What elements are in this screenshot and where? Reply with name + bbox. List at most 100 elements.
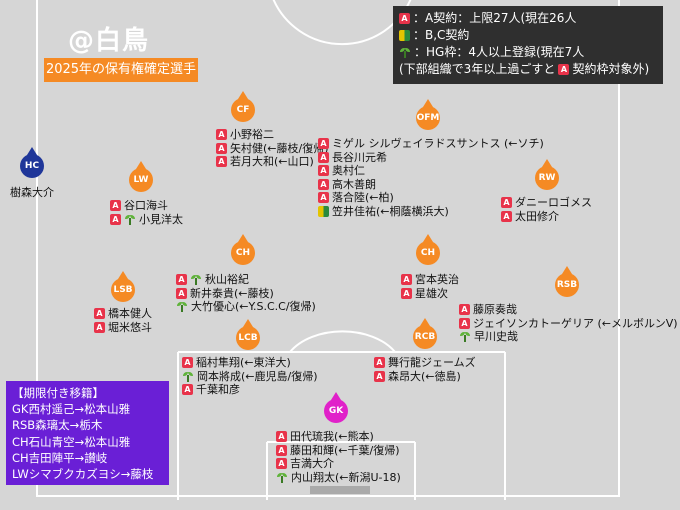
player-row: 若月大和(←山口): [216, 155, 329, 169]
a-contract-icon: [182, 357, 193, 369]
players-cf: 小野裕二矢村健(←藤枝/復帰)若月大和(←山口): [216, 128, 329, 169]
player-row: 落合陸(←柏): [318, 191, 544, 205]
player-name: 岡本將成(←鹿児島/復帰): [197, 369, 318, 383]
player-name: 早川史哉: [474, 330, 518, 343]
players-rsb: 藤原奏哉ジェイソンカトーゲリア (←メルボルンV)早川史哉: [459, 303, 678, 344]
a-contract-icon: [94, 321, 105, 333]
a-contract-icon: [216, 142, 227, 154]
coach-name: 樹森大介: [10, 186, 54, 199]
a-contract-icon: [176, 274, 187, 286]
player-name: 森昂大(←徳島): [388, 369, 461, 383]
position-lcb: LCB: [235, 319, 261, 350]
player-name: 若月大和(←山口): [230, 155, 314, 168]
position-ch-left: CH: [230, 234, 256, 265]
loan-transfers-box: 【期限付き移籍】 GK西村遥己→松本山雅 RSB森璃太→栃木 CH石山青空→松本…: [6, 381, 169, 485]
player-name: 舞行龍ジェームズ: [388, 356, 476, 369]
player-name: 奥村仁: [332, 164, 365, 177]
a-contract-icon: [459, 304, 470, 316]
player-name: 矢村健(←藤枝/復帰): [230, 141, 329, 155]
player-row: 長谷川元希: [318, 151, 544, 165]
player-row: 秋山裕紀: [176, 273, 316, 287]
player-row: 笠井佳祐(←桐蔭横浜大): [318, 205, 544, 219]
hg-sprout-icon: [459, 331, 471, 343]
player-row: 谷口海斗: [110, 199, 183, 213]
player-name: 谷口海斗: [124, 199, 168, 212]
player-row: 早川史哉: [459, 330, 678, 344]
player-row: 内山翔太(←新潟U-18): [276, 471, 401, 485]
hc-marker: HC: [20, 147, 44, 178]
player-name: 高木善朗: [332, 177, 376, 191]
legend-a: ：A契約：上限27人(現在26人: [399, 10, 657, 27]
player-name: 吉満大介: [290, 457, 334, 470]
player-row: 矢村健(←藤枝/復帰): [216, 142, 329, 156]
players-ofm: ミゲル シルヴェイラドスサントス (←ソチ)長谷川元希奥村仁高木善朗落合陸(←柏…: [318, 137, 544, 218]
a-contract-icon: [501, 197, 512, 209]
a-contract-icon: [558, 64, 570, 75]
a-contract-icon: [374, 370, 385, 382]
position-rw: RW: [534, 159, 560, 190]
loan-transfer-item: LWシマブクカズヨシ→藤枝: [12, 466, 154, 481]
a-contract-icon: [182, 384, 193, 396]
players-lsb: 橋本健人堀米悠斗: [94, 307, 152, 334]
player-name: 宮本英治: [415, 273, 459, 286]
player-row: 堀米悠斗: [94, 321, 152, 335]
a-contract-icon: [501, 210, 512, 222]
player-name: 橋本健人: [108, 307, 152, 320]
player-row: ジェイソンカトーゲリア (←メルボルンV): [459, 317, 678, 331]
players-lcb: 稲村隼翔(←東洋大)岡本將成(←鹿児島/復帰)千葉和彦: [182, 356, 318, 397]
hg-sprout-icon: [399, 47, 411, 58]
hg-sprout-icon: [182, 371, 194, 382]
player-name: 大竹優心(←Y.S.C.C/復帰): [191, 300, 316, 313]
a-contract-icon: [276, 431, 287, 443]
player-row: 小野裕二: [216, 128, 329, 142]
a-contract-icon: [399, 13, 410, 24]
player-row: ミゲル シルヴェイラドスサントス (←ソチ): [318, 137, 544, 151]
legend-bc: ：B,C契約: [399, 27, 657, 44]
players-ch-right: 宮本英治星雄次: [401, 273, 459, 300]
players-rw: ダニーロゴメス太田修介: [501, 196, 592, 223]
player-name: 千葉和彦: [196, 383, 240, 396]
player-name: 藤原奏哉: [473, 303, 517, 316]
player-name: 星雄次: [415, 286, 448, 300]
a-contract-icon: [401, 287, 412, 299]
legend-box: ：A契約：上限27人(現在26人 ：B,C契約 ：HG枠：4人以上登録(現在7人…: [393, 6, 663, 84]
player-row: 新井泰貴(←藤枝): [176, 287, 316, 301]
a-contract-icon: [318, 192, 329, 204]
position-hc: HC: [19, 147, 45, 178]
bc-contract-icon: [318, 205, 329, 217]
player-name: 小野裕二: [230, 128, 274, 141]
player-row: 千葉和彦: [182, 383, 318, 397]
a-contract-icon: [110, 213, 121, 225]
player-name: 長谷川元希: [332, 150, 387, 164]
a-contract-icon: [318, 165, 329, 177]
loan-transfers-title: 【期限付き移籍】: [12, 386, 104, 400]
player-row: 稲村隼翔(←東洋大): [182, 356, 318, 370]
a-contract-icon: [216, 156, 227, 168]
player-row: 舞行龍ジェームズ: [374, 356, 476, 370]
player-name: 藤田和輝(←千葉/復帰): [290, 443, 400, 457]
loan-transfer-item: GK西村遥己→松本山雅: [12, 402, 131, 417]
page-subtitle: 2025年の保有権確定選手: [44, 58, 198, 82]
position-lw: LW: [128, 161, 154, 192]
player-name: 秋山裕紀: [205, 273, 249, 286]
player-row: 田代琉我(←熊本): [276, 430, 401, 444]
legend-note: (下部組織で3年以上過ごすと契約枠対象外): [399, 61, 657, 78]
position-rcb: RCB: [412, 318, 438, 349]
loan-transfer-item: CH吉田陣平→讃岐: [12, 450, 108, 465]
player-row: 宮本英治: [401, 273, 459, 287]
player-name: 太田修介: [515, 209, 559, 223]
loan-transfer-item: RSB森璃太→栃木: [12, 418, 103, 433]
player-name: ミゲル シルヴェイラドスサントス (←ソチ): [332, 137, 544, 150]
a-contract-icon: [276, 458, 287, 470]
hg-sprout-icon: [276, 472, 288, 483]
legend-hg: ：HG枠：4人以上登録(現在7人: [399, 44, 657, 61]
a-contract-icon: [374, 357, 385, 369]
player-row: 藤田和輝(←千葉/復帰): [276, 444, 401, 458]
player-row: 小見洋太: [110, 213, 183, 227]
player-name: 新井泰貴(←藤枝): [190, 286, 274, 300]
position-lsb: LSB: [110, 271, 136, 302]
loan-transfer-item: CH石山青空→松本山雅: [12, 434, 131, 449]
player-row: 奥村仁: [318, 164, 544, 178]
